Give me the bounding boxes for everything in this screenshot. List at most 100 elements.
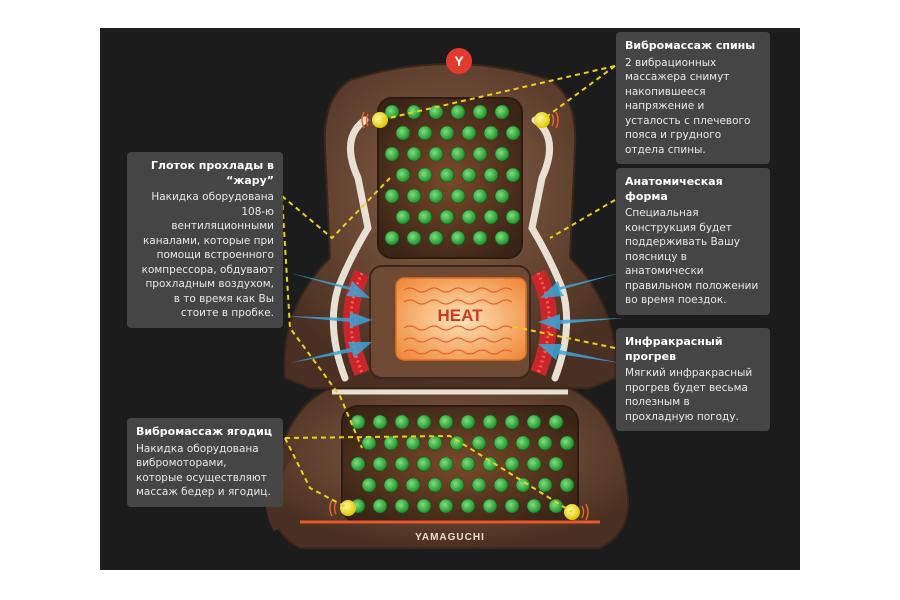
- vent-dot: [417, 167, 433, 183]
- vent-dot: [472, 146, 488, 162]
- vent-dot: [483, 125, 499, 141]
- vibro-motor-back-left: [361, 111, 388, 129]
- vent-dot: [450, 188, 466, 204]
- vent-dot: [505, 167, 521, 183]
- vent-dot: [483, 167, 499, 183]
- vent-dot: [450, 104, 466, 120]
- vent-dot: [438, 414, 454, 430]
- vent-dot: [559, 477, 575, 493]
- vent-dot: [461, 125, 477, 141]
- airflow-arrows-left: [285, 273, 372, 363]
- vent-dot: [384, 230, 400, 246]
- vent-dot: [471, 435, 487, 451]
- vent-dot: [428, 230, 444, 246]
- vent-dot: [394, 414, 410, 430]
- vent-dot: [394, 456, 410, 472]
- vent-dot: [526, 456, 542, 472]
- vent-dot: [406, 188, 422, 204]
- vent-dot: [439, 167, 455, 183]
- vent-dot: [515, 435, 531, 451]
- vent-dot: [505, 209, 521, 225]
- vent-dot: [439, 125, 455, 141]
- vent-dot: [428, 104, 444, 120]
- callout-infrared-body: Мягкий инфракрасный прогрев будет весьма…: [625, 367, 753, 423]
- vent-dot: [504, 414, 520, 430]
- callout-anatomic-body: Специальная конструкция будет поддержива…: [625, 207, 759, 306]
- vent-dot: [494, 230, 510, 246]
- vent-dot: [494, 188, 510, 204]
- callout-infrared-title: Инфракрасный прогрев: [625, 335, 723, 363]
- callout-infrared: Инфракрасный прогрев Мягкий инфракрасный…: [616, 328, 770, 431]
- vent-dot: [395, 209, 411, 225]
- vent-dot: [361, 477, 377, 493]
- vent-dot: [526, 414, 542, 430]
- upper-vent-grid: [384, 104, 521, 246]
- vent-dot: [460, 414, 476, 430]
- left-piping: [329, 116, 372, 382]
- callout-seat-vibro: Вибромассаж ягодиц Накидка оборудована в…: [127, 418, 283, 507]
- vent-dot: [494, 104, 510, 120]
- vent-dot: [417, 125, 433, 141]
- vent-dot: [537, 477, 553, 493]
- heat-label: HEAT: [437, 306, 483, 325]
- vent-dot: [406, 104, 422, 120]
- vent-dot: [384, 146, 400, 162]
- logo-letter: Y: [454, 53, 464, 69]
- vent-dot: [428, 146, 444, 162]
- vent-dot: [493, 435, 509, 451]
- airflow-arrows-right: [538, 273, 625, 363]
- callout-anatomic: Анатомическая форма Специальная конструк…: [616, 168, 770, 315]
- vent-dot: [416, 414, 432, 430]
- vent-dot: [482, 456, 498, 472]
- callout-cooling: Глоток прохлады в “жару” Накидка оборудо…: [127, 152, 283, 328]
- callout-anatomic-title: Анатомическая форма: [625, 175, 723, 203]
- vent-dot: [372, 414, 388, 430]
- vent-dot: [526, 498, 542, 514]
- vent-dot: [504, 456, 520, 472]
- vent-dot: [537, 435, 553, 451]
- vent-dot: [472, 188, 488, 204]
- vent-dot: [472, 104, 488, 120]
- vent-dot: [416, 456, 432, 472]
- vent-dot: [439, 209, 455, 225]
- callout-cooling-body: Накидка оборудована 108-ю вентиляционным…: [141, 191, 274, 319]
- callout-back-vibro-body: 2 вибрационных массажера снимут накопивш…: [625, 56, 751, 156]
- lower-vent-grid: [350, 414, 575, 514]
- vent-dot: [461, 167, 477, 183]
- vent-dot: [350, 414, 366, 430]
- vent-dot: [548, 456, 564, 472]
- vibro-motor-seat-left: [329, 499, 356, 517]
- callout-cooling-title: Глоток прохлады в “жару”: [150, 159, 274, 187]
- vent-dot: [384, 188, 400, 204]
- vent-dot: [383, 477, 399, 493]
- vent-dot: [406, 146, 422, 162]
- vent-dot: [450, 146, 466, 162]
- vent-dot: [383, 435, 399, 451]
- vent-dot: [449, 477, 465, 493]
- vent-dot: [482, 414, 498, 430]
- vent-dot: [438, 498, 454, 514]
- vent-dot: [361, 435, 377, 451]
- right-piping: [528, 116, 571, 382]
- vent-dot: [417, 209, 433, 225]
- vent-dot: [548, 414, 564, 430]
- vent-dot: [493, 477, 509, 493]
- vent-dot: [504, 498, 520, 514]
- vent-dot: [395, 125, 411, 141]
- vent-dot: [449, 435, 465, 451]
- heat-waves: [403, 287, 513, 355]
- vent-dot: [515, 477, 531, 493]
- callout-back-vibro-title: Вибромассаж спины: [625, 39, 756, 52]
- callout-seat-vibro-title: Вибромассаж ягодиц: [136, 425, 272, 438]
- vent-dot: [494, 146, 510, 162]
- vent-dot: [471, 477, 487, 493]
- vent-dot: [482, 498, 498, 514]
- vent-dot: [460, 498, 476, 514]
- vent-dot: [428, 188, 444, 204]
- callout-seat-vibro-body: Накидка оборудована вибромоторами, котор…: [136, 442, 271, 499]
- vent-dot: [460, 456, 476, 472]
- vent-dot: [405, 477, 421, 493]
- vent-dot: [405, 435, 421, 451]
- vent-dot: [450, 230, 466, 246]
- vent-dot: [461, 209, 477, 225]
